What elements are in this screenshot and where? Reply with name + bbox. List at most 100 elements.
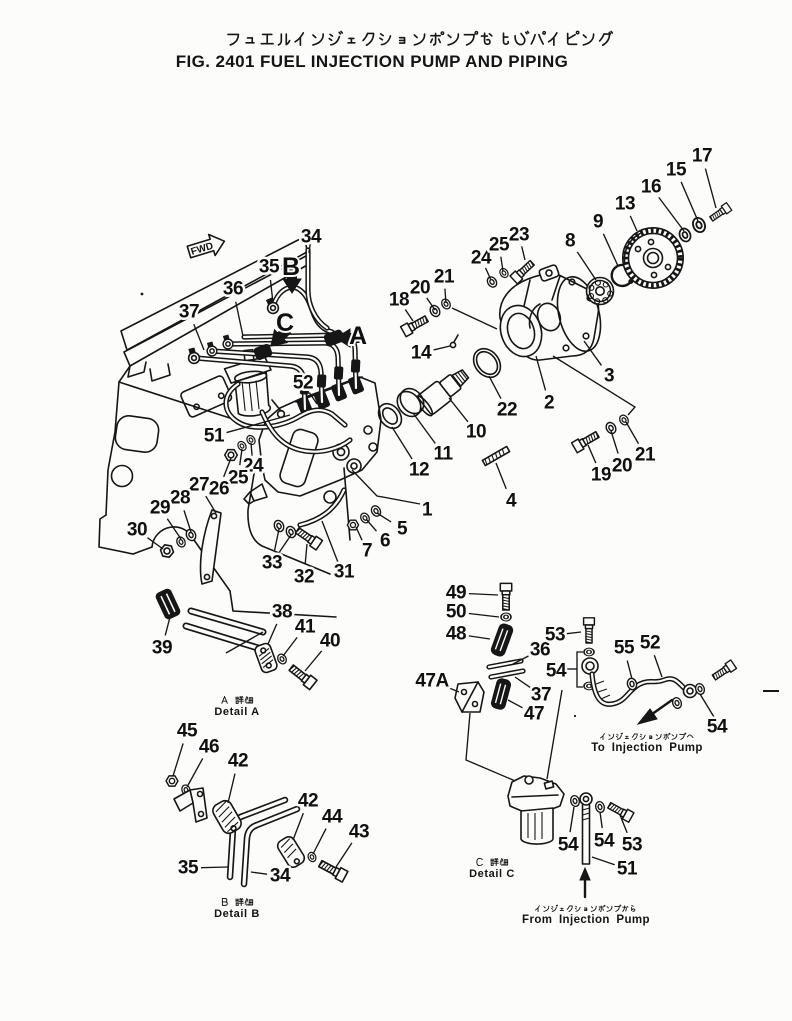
bolt-drawing [582,617,596,644]
title-english: FIG. 2401 FUEL INJECTION PUMP AND PIPING [176,52,569,71]
leader-43 [335,842,353,868]
scan-artifacts [140,292,779,718]
leader-36 [512,655,529,665]
leader-12 [391,426,413,460]
leader-46 [186,758,204,788]
leader-16 [658,196,685,232]
leader-52 [308,392,318,405]
leader-31 [321,520,340,566]
washer-drawing [676,225,694,245]
leader-33 [273,528,280,551]
leader-49 [468,592,499,596]
detail-c-drawing [454,582,738,899]
leader-44 [312,828,327,855]
leader-48 [468,635,491,640]
washer-drawing [500,612,512,622]
nut-drawing [165,775,179,787]
section-marker-b: B [282,253,300,281]
section-marker-c: C [276,309,294,337]
callout-36: 36 [530,640,550,661]
callout-53: 53 [622,835,642,856]
detail-label-en-0: Detail A [214,706,259,718]
leader-34 [308,244,311,254]
leader-42 [292,812,304,841]
mount-fasteners-drawing [158,433,324,585]
washer-drawing [568,793,582,809]
engine-block-drawing [98,238,337,618]
callout-14: 14 [411,343,432,364]
fwd-arrow: FWD [186,233,226,259]
leader-24 [484,267,492,281]
callout-54: 54 [558,835,579,856]
callout-42: 42 [228,751,248,772]
callout-33: 33 [262,553,282,574]
leader-27 [205,495,217,514]
leader-19 [587,444,597,464]
leader-22 [488,375,502,399]
leader-6 [365,518,378,532]
callout-51: 51 [204,426,225,447]
washer-drawing [689,214,709,236]
washer-drawing [583,647,595,657]
leader-2 [535,355,547,391]
washer-drawing [484,274,500,290]
bolt-drawing [605,799,635,823]
bolt-drawing [570,428,602,454]
washer-drawing [305,850,319,864]
callout-12: 12 [409,460,429,481]
callout-48: 48 [446,624,466,645]
callout-4: 4 [506,491,517,512]
leader-24 [250,442,253,456]
leader-36 [235,301,244,337]
callout-10: 10 [466,422,486,443]
leader-13 [629,215,638,232]
leader-18 [404,309,414,322]
callout-22: 22 [497,400,517,421]
callout-54: 54 [707,717,728,738]
leader-32 [304,543,308,565]
callout-15: 15 [666,160,687,181]
leader-33 [278,534,292,553]
leader-54 [599,811,603,829]
banjo-eye-drawing [220,333,235,351]
callout-1: 1 [422,500,433,521]
leader-34 [250,871,268,875]
callout-51: 51 [617,859,638,880]
leader-17 [704,168,717,209]
callout-54: 54 [546,661,567,682]
washer-drawing [275,651,289,667]
leader-10 [448,397,469,423]
callout-35: 35 [259,257,280,278]
callout-47: 47 [524,704,544,725]
leader-51 [591,856,615,866]
detail-label-jp-2 [476,857,509,867]
callout-20: 20 [410,278,430,299]
leader-40 [304,650,323,672]
callout-18: 18 [389,290,409,311]
coupling-drawing [377,334,502,430]
callout-50: 50 [446,602,466,623]
nut-drawing [158,543,176,559]
leader-1 [351,469,421,505]
callout-34: 34 [270,866,291,887]
callout-25: 25 [489,235,510,256]
callout-47A: 47A [415,671,449,692]
leader-53 [619,814,628,834]
callout-25: 25 [228,468,249,489]
leader-25 [239,448,243,466]
leader-53 [566,631,582,635]
callout-53: 53 [545,625,565,646]
callout-43: 43 [349,822,369,843]
leader-52 [653,655,663,678]
leader-35 [200,866,229,869]
callout-39: 39 [152,638,172,659]
washer-drawing [670,695,684,711]
leader-54 [569,806,575,833]
callout-40: 40 [320,631,340,652]
callout-37: 37 [179,302,199,323]
banjo-eye-drawing [204,340,219,358]
callout-34: 34 [301,227,322,248]
callout-52: 52 [293,373,313,394]
